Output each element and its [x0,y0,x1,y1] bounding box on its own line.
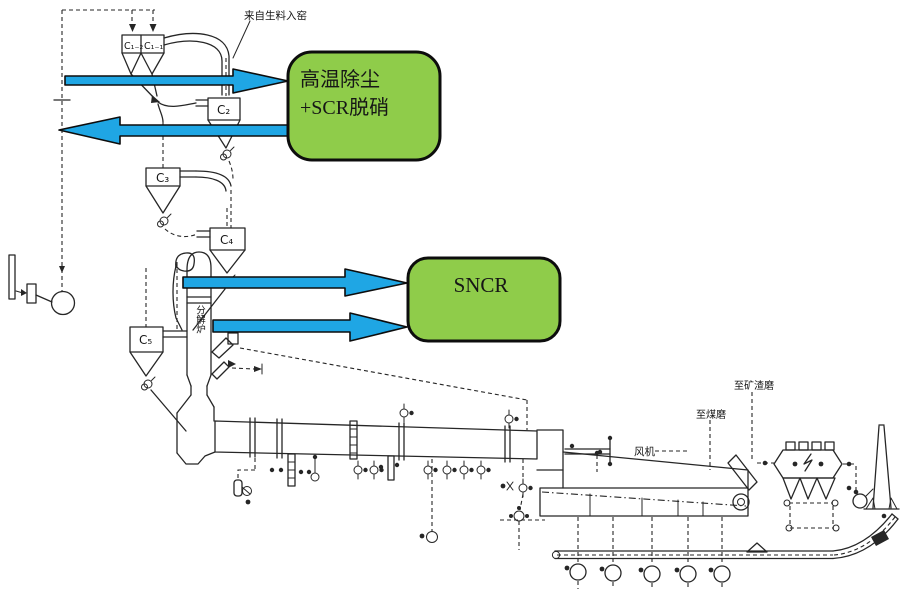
annotation-boxes: 高温除尘 +SCR脱硝 SNCR [286,50,562,343]
label-leader [232,20,251,59]
flap-valve [141,376,156,391]
slag-mill-label: 至矿渣磨 [734,379,774,392]
stack-chimney [863,424,900,519]
flap-valve [157,213,172,228]
rotary-kiln [214,403,538,463]
chute-triangle [746,542,768,553]
tertiary-air-duct [239,347,528,401]
preheater-tower [53,9,251,432]
down-arrowhead [59,266,65,273]
dust-collector [757,441,874,532]
hv-symbol [803,453,813,472]
clinker-conveyor [551,513,899,589]
cyclone-c3-label: C₃ [156,171,169,185]
scr-box-line2: +SCR脱硝 [300,96,389,119]
girth-gear [349,420,358,460]
calciner-column [172,251,528,465]
cyclone-c1-twin [121,34,165,103]
tertiary-chute [211,337,234,359]
raw-meal-feed-label: 来自生料入窑 [244,9,307,22]
drive-units [563,517,731,589]
grate-cooler [539,487,749,517]
drive-motor [673,565,697,583]
cyclone-c1-2-label: C₁₋₂ [124,41,143,52]
drive-motor [598,564,622,582]
kiln-top-instrument [504,409,520,429]
cyclone-c2-label: C₂ [217,103,230,117]
flap-valve [220,146,235,161]
arrow-to-sncr-2 [212,312,408,342]
arrow-from-scr-box [58,116,289,145]
id-fan-group [8,254,76,316]
coal-mill-label: 至煤磨 [696,408,726,421]
sncr-box-label: SNCR [454,273,509,297]
sncr-annotation-box [406,256,562,343]
cyclone-c4 [192,208,246,331]
cyclone-c1-1-label: C₁₋₁ [144,41,163,52]
cyclone-c4-label: C₄ [220,233,233,247]
scr-box-line1: 高温除尘 [300,68,380,91]
arrow-to-sncr-1 [182,268,408,297]
kiln-hood-cooler [536,429,758,517]
fan-circle [50,290,76,316]
esp-body [773,449,843,479]
drive-motor [563,563,587,581]
scr-annotation-box [286,50,442,162]
arrow-to-scr-box [64,68,289,94]
fan-label: 风机 [634,445,655,458]
cyclone-c5 [129,262,188,432]
drive-motor [637,565,661,583]
diagram-labels: 来自生料入窑 分解炉 风机 至煤磨 至矿渣磨 C₁₋₂ C₁₋₁ C₂ C₃ C… [124,9,774,458]
drive-motor [707,565,731,583]
cyclone-c5-label: C₅ [139,333,152,347]
esp-fan [852,493,868,509]
discharge-chute [727,454,758,491]
flow-arrows [58,68,408,342]
counterweight [871,530,889,546]
instrument-symbols [233,392,753,550]
calciner-label: 分解炉 [194,305,206,334]
kiln-top-instrument [399,403,415,423]
left-stack [8,254,16,300]
cyclone-c3 [145,167,198,238]
